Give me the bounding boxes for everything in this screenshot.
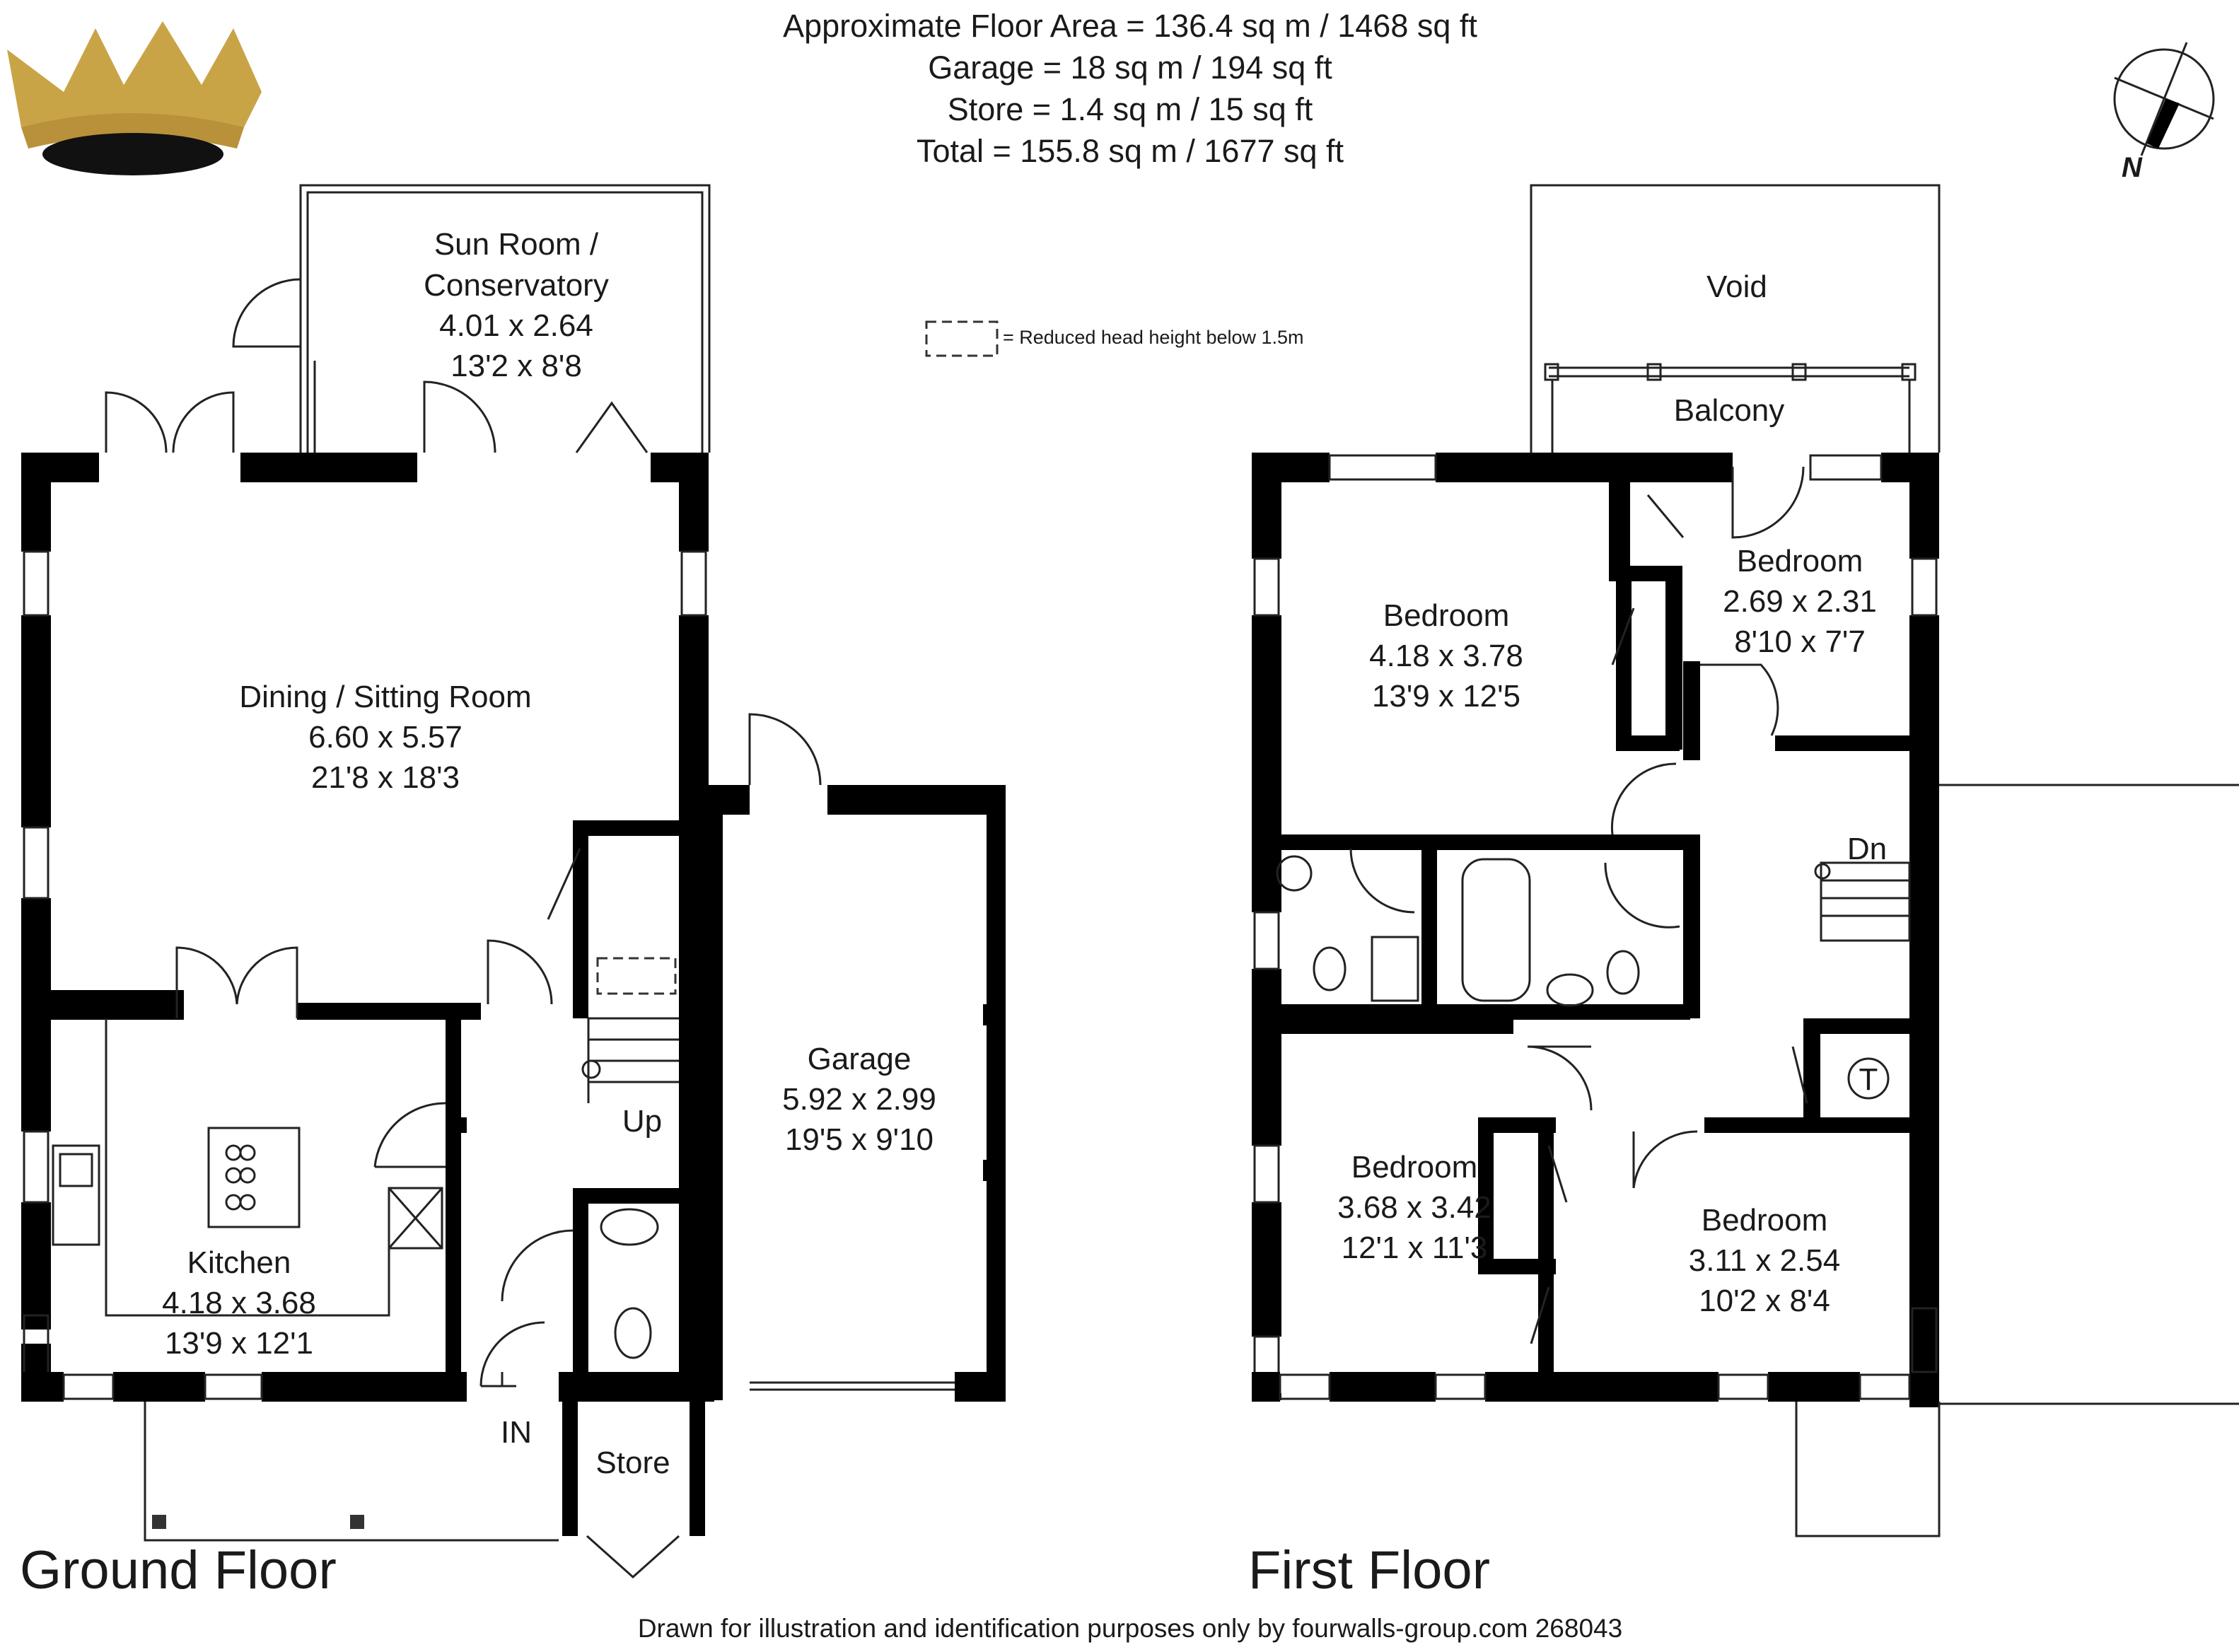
- total-area: Total = 155.8 sq m / 1677 sq ft: [917, 133, 1344, 169]
- ground-floor-title: Ground Floor: [20, 1540, 337, 1600]
- store-area: Store = 1.4 sq m / 15 sq ft: [948, 91, 1313, 127]
- bedroom4-metric: 3.11 x 2.54: [1689, 1243, 1840, 1278]
- crown-logo: [7, 21, 262, 175]
- dining-imperial: 21'8 x 18'3: [311, 760, 460, 795]
- compass-north-icon: N: [2113, 42, 2215, 183]
- compass-label: N: [2122, 152, 2143, 183]
- floor-area-summary: Approximate Floor Area = 136.4 sq m / 14…: [783, 8, 1477, 169]
- garage-area: Garage = 18 sq m / 194 sq ft: [928, 50, 1332, 86]
- legend-text: = Reduced head height below 1.5m: [1003, 327, 1304, 348]
- dining-metric: 6.60 x 5.57: [308, 720, 463, 755]
- entry-label: IN: [501, 1415, 532, 1450]
- reduced-head-height-swatch: [925, 320, 999, 357]
- bedroom4-imperial: 10'2 x 8'4: [1699, 1284, 1830, 1318]
- bedroom2-name: Bedroom: [1737, 544, 1863, 578]
- bedroom3-name: Bedroom: [1351, 1150, 1478, 1185]
- sun-room-name-1: Sun Room /: [434, 227, 599, 262]
- sun-room-imperial: 13'2 x 8'8: [450, 349, 582, 383]
- garage-name: Garage: [808, 1042, 912, 1076]
- bedroom3-metric: 3.68 x 3.42: [1337, 1190, 1491, 1225]
- first-floor-labels: Void Balcony Bedroom 4.18 x 3.78 13'9 x …: [1337, 269, 1887, 1318]
- legend: = Reduced head height below 1.5m: [925, 320, 1304, 357]
- garage-metric: 5.92 x 2.99: [782, 1082, 936, 1117]
- first-floor-title: First Floor: [1248, 1540, 1490, 1600]
- kitchen-name: Kitchen: [187, 1245, 291, 1280]
- kitchen-imperial: 13'9 x 12'1: [165, 1326, 313, 1361]
- tank-label: T: [1859, 1062, 1878, 1097]
- bedroom1-imperial: 13'9 x 12'5: [1372, 679, 1520, 714]
- bedroom1-metric: 4.18 x 3.78: [1369, 639, 1523, 673]
- garage-imperial: 19'5 x 9'10: [785, 1122, 934, 1157]
- sun-room-name-2: Conservatory: [424, 268, 609, 303]
- dining-name: Dining / Sitting Room: [239, 680, 531, 714]
- store-name: Store: [595, 1446, 670, 1480]
- sun-room-metric: 4.01 x 2.64: [439, 308, 593, 343]
- bedroom4-name: Bedroom: [1702, 1203, 1828, 1238]
- stairs-down-label: Dn: [1847, 832, 1887, 866]
- bedroom2-imperial: 8'10 x 7'7: [1734, 624, 1866, 659]
- bedroom3-imperial: 12'1 x 11'3: [1342, 1231, 1488, 1265]
- first-floor-plan: [1252, 184, 2239, 1537]
- stairs-up-label: Up: [622, 1104, 662, 1139]
- balcony-label: Balcony: [1674, 393, 1785, 428]
- kitchen-metric: 4.18 x 3.68: [162, 1286, 316, 1320]
- footer-disclaimer: Drawn for illustration and identificatio…: [638, 1614, 1622, 1643]
- void-label: Void: [1706, 269, 1767, 304]
- approx-floor-area: Approximate Floor Area = 136.4 sq m / 14…: [783, 8, 1477, 44]
- bedroom1-name: Bedroom: [1383, 598, 1510, 633]
- ground-floor-labels: Sun Room / Conservatory 4.01 x 2.64 13'2…: [162, 227, 936, 1480]
- ground-floor-plan: [21, 184, 1006, 1579]
- bedroom2-metric: 2.69 x 2.31: [1723, 584, 1877, 619]
